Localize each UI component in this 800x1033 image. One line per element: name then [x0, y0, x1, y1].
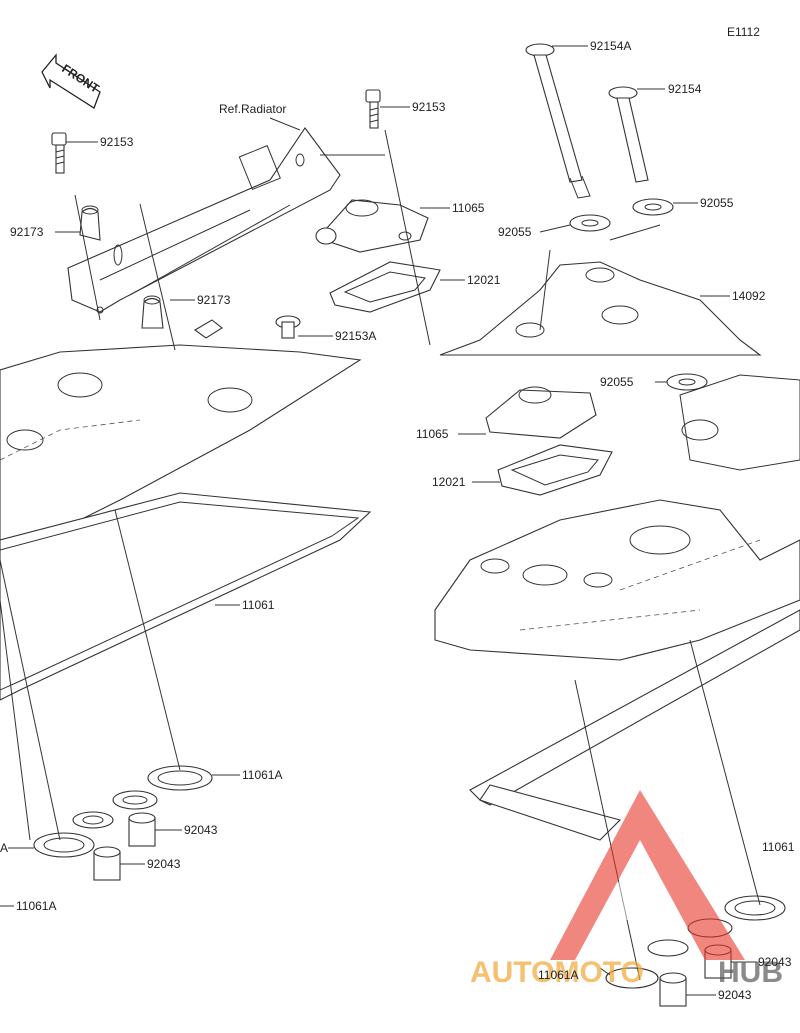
bolt-92154 [608, 86, 649, 183]
watermark-logo: AUTOMOTO HUB [470, 790, 783, 989]
label-92043-bottom: 92043 [718, 988, 752, 1002]
radiator-bracket [67, 127, 341, 314]
label-92173-left: 92173 [10, 225, 44, 239]
watermark-word-a: AUTOMOTO [470, 956, 644, 989]
watermark-word-b: HUB [718, 956, 783, 989]
label-11061A-bottom: 11061A [538, 968, 578, 982]
grommet-92055-left [569, 214, 611, 232]
label-a-edge: A [0, 841, 8, 855]
label-11065-top: 11065 [452, 201, 485, 215]
label-92153A: 92153A [335, 329, 376, 343]
label-92055-right: 92055 [700, 196, 734, 210]
label-92055-left: 92055 [498, 225, 532, 239]
gasket-11061-right [469, 609, 800, 841]
label-11061A-left: 11061A [242, 768, 282, 782]
label-92043-right: 92043 [758, 955, 792, 969]
bolt-92154A [525, 43, 591, 199]
label-11061A-bottom-left: 11061A [16, 899, 56, 913]
clip-small [193, 319, 223, 339]
label-11061-left: 11061 [242, 598, 275, 612]
label-92154: 92154 [668, 82, 702, 96]
label-92043-a: 92043 [184, 823, 218, 837]
label-92055-mid: 92055 [600, 375, 634, 389]
right-breather-cover [485, 386, 597, 439]
label-ref-radiator: Ref.Radiator [219, 102, 286, 116]
bolt-92153-left [51, 132, 67, 174]
bolt-92153-top [365, 89, 381, 129]
collar-92043-a [128, 812, 156, 847]
cover-11065-top [315, 199, 429, 253]
label-92154A: 92154A [590, 39, 631, 53]
label-92043-b: 92043 [147, 857, 181, 871]
right-gasket-12021 [497, 444, 613, 496]
grommet-92055-right [632, 198, 674, 216]
label-92173-mid: 92173 [197, 293, 231, 307]
seal-small-ring [72, 790, 158, 829]
label-11065-mid: 11065 [416, 427, 449, 441]
label-92153-left: 92153 [100, 135, 134, 149]
label-14092: 14092 [732, 289, 766, 303]
part-labels: 92154A 92154 Ref.Radiator 92153 92153 92… [0, 39, 795, 1002]
clip-92173-mid [141, 295, 164, 329]
collar-92043-bottom [659, 972, 687, 1007]
gasket-12021-top [329, 261, 441, 313]
leader-lines [0, 45, 761, 996]
seal-11061A-left [33, 832, 95, 858]
bolt-92153A [275, 315, 301, 339]
clip-92173-left [79, 205, 101, 241]
label-12021-top: 12021 [467, 273, 501, 287]
head-cover-14092 [439, 261, 762, 356]
seal-11061A-mid [147, 765, 213, 791]
collar-92043-b [93, 846, 121, 881]
label-12021-mid: 12021 [432, 475, 466, 489]
right-engine-cover [434, 374, 800, 661]
gasket-11061-left [0, 492, 372, 701]
front-arrow-icon: FRONT [41, 53, 102, 109]
label-11061-right: 11061 [762, 840, 795, 854]
diagram-code: E1112 [727, 25, 760, 39]
label-92153-top: 92153 [412, 100, 446, 114]
